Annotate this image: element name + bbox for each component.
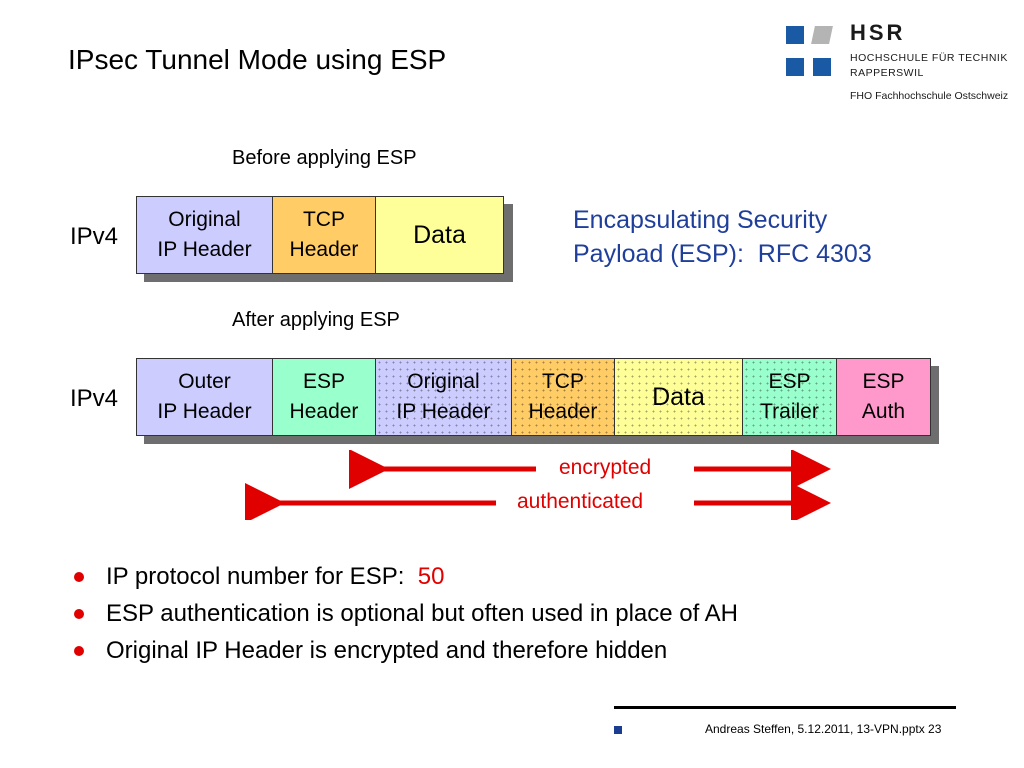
esp-auth: ESP Auth [836,358,931,436]
footer-divider [614,706,956,709]
before-original-ip-header: Original IP Header [136,196,273,274]
packet-before: Original IP Header TCP Header Data [136,196,516,282]
bullet-text: Original IP Header is encrypted and ther… [106,636,668,664]
logo-line-3: FHO Fachhochschule Ostschweiz [850,90,1009,102]
cell-line: IP Header [157,238,252,261]
logo-line-2: RAPPERSWIL [850,67,924,79]
scope-arrows [245,450,831,520]
slide-title: IPsec Tunnel Mode using ESP [68,44,447,75]
list-item: Original IP Header is encrypted and ther… [72,632,738,669]
cell-line: TCP [302,208,345,231]
cell-line: IP Header [396,400,491,423]
before-tcp-header: TCP Header [272,196,376,274]
cell-line: Auth [861,400,906,423]
logo-square-icon [811,26,833,44]
outer-ip-header: Outer IP Header [136,358,273,436]
cell-line: ESP [768,370,811,393]
logo-square-icon [786,26,804,44]
footer-text: Andreas Steffen, 5.12.2011, 13-VPN.pptx … [705,722,942,736]
cell-line: IP Header [157,400,252,423]
footer-square-icon [614,726,622,734]
cell-line: ESP [862,370,905,393]
after-ipv4-label: IPv4 [70,385,119,412]
logo-square-icon [813,58,831,76]
before-ipv4-label: IPv4 [70,223,119,250]
esp-rfc-info: Encapsulating Security Payload (ESP): RF… [573,203,872,271]
bullet-text: IP protocol number for ESP: [106,562,418,590]
cell-line: Original [168,208,241,231]
bullet-list: IP protocol number for ESP: 50 ESP authe… [72,558,738,669]
logo-name: HSR [850,20,906,45]
cell-line: Original [407,370,480,393]
esp-info-line-2: Payload (ESP): RFC 4303 [573,240,872,268]
before-caption: Before applying ESP [232,147,417,169]
after-tcp-header: TCP Header [511,358,615,436]
cell-line: Header [289,400,359,423]
logo-square-icon [786,58,804,76]
cell-line: ESP [302,370,345,393]
esp-header: ESP Header [272,358,376,436]
list-item: IP protocol number for ESP: 50 [72,558,738,595]
encrypted-label: encrypted [559,456,652,479]
esp-info-line-1: Encapsulating Security [573,206,828,234]
logo-line-1: HOCHSCHULE FÜR TECHNIK [850,52,1008,64]
cell-line: Header [289,238,359,261]
cell-line: Data [413,221,466,249]
protocol-number: 50 [417,562,445,590]
bullet-text: ESP authentication is optional but often… [106,599,738,627]
after-caption: After applying ESP [232,309,400,331]
cell-line: Header [528,400,598,423]
cell-line: Data [652,383,705,411]
list-item: ESP authentication is optional but often… [72,595,738,632]
cell-line: TCP [541,370,584,393]
after-data: Data [614,358,743,436]
esp-trailer: ESP Trailer [742,358,837,436]
before-data: Data [375,196,504,274]
bullet-dot-icon [74,645,84,656]
cell-line: Trailer [760,400,819,423]
bullet-dot-icon [74,608,84,619]
after-original-ip-header: Original IP Header [375,358,512,436]
cell-line: Outer [178,370,231,393]
packet-after: Outer IP Header ESP Header Original IP Head… [136,358,942,444]
bullet-dot-icon [74,571,84,582]
authenticated-label: authenticated [517,490,644,513]
